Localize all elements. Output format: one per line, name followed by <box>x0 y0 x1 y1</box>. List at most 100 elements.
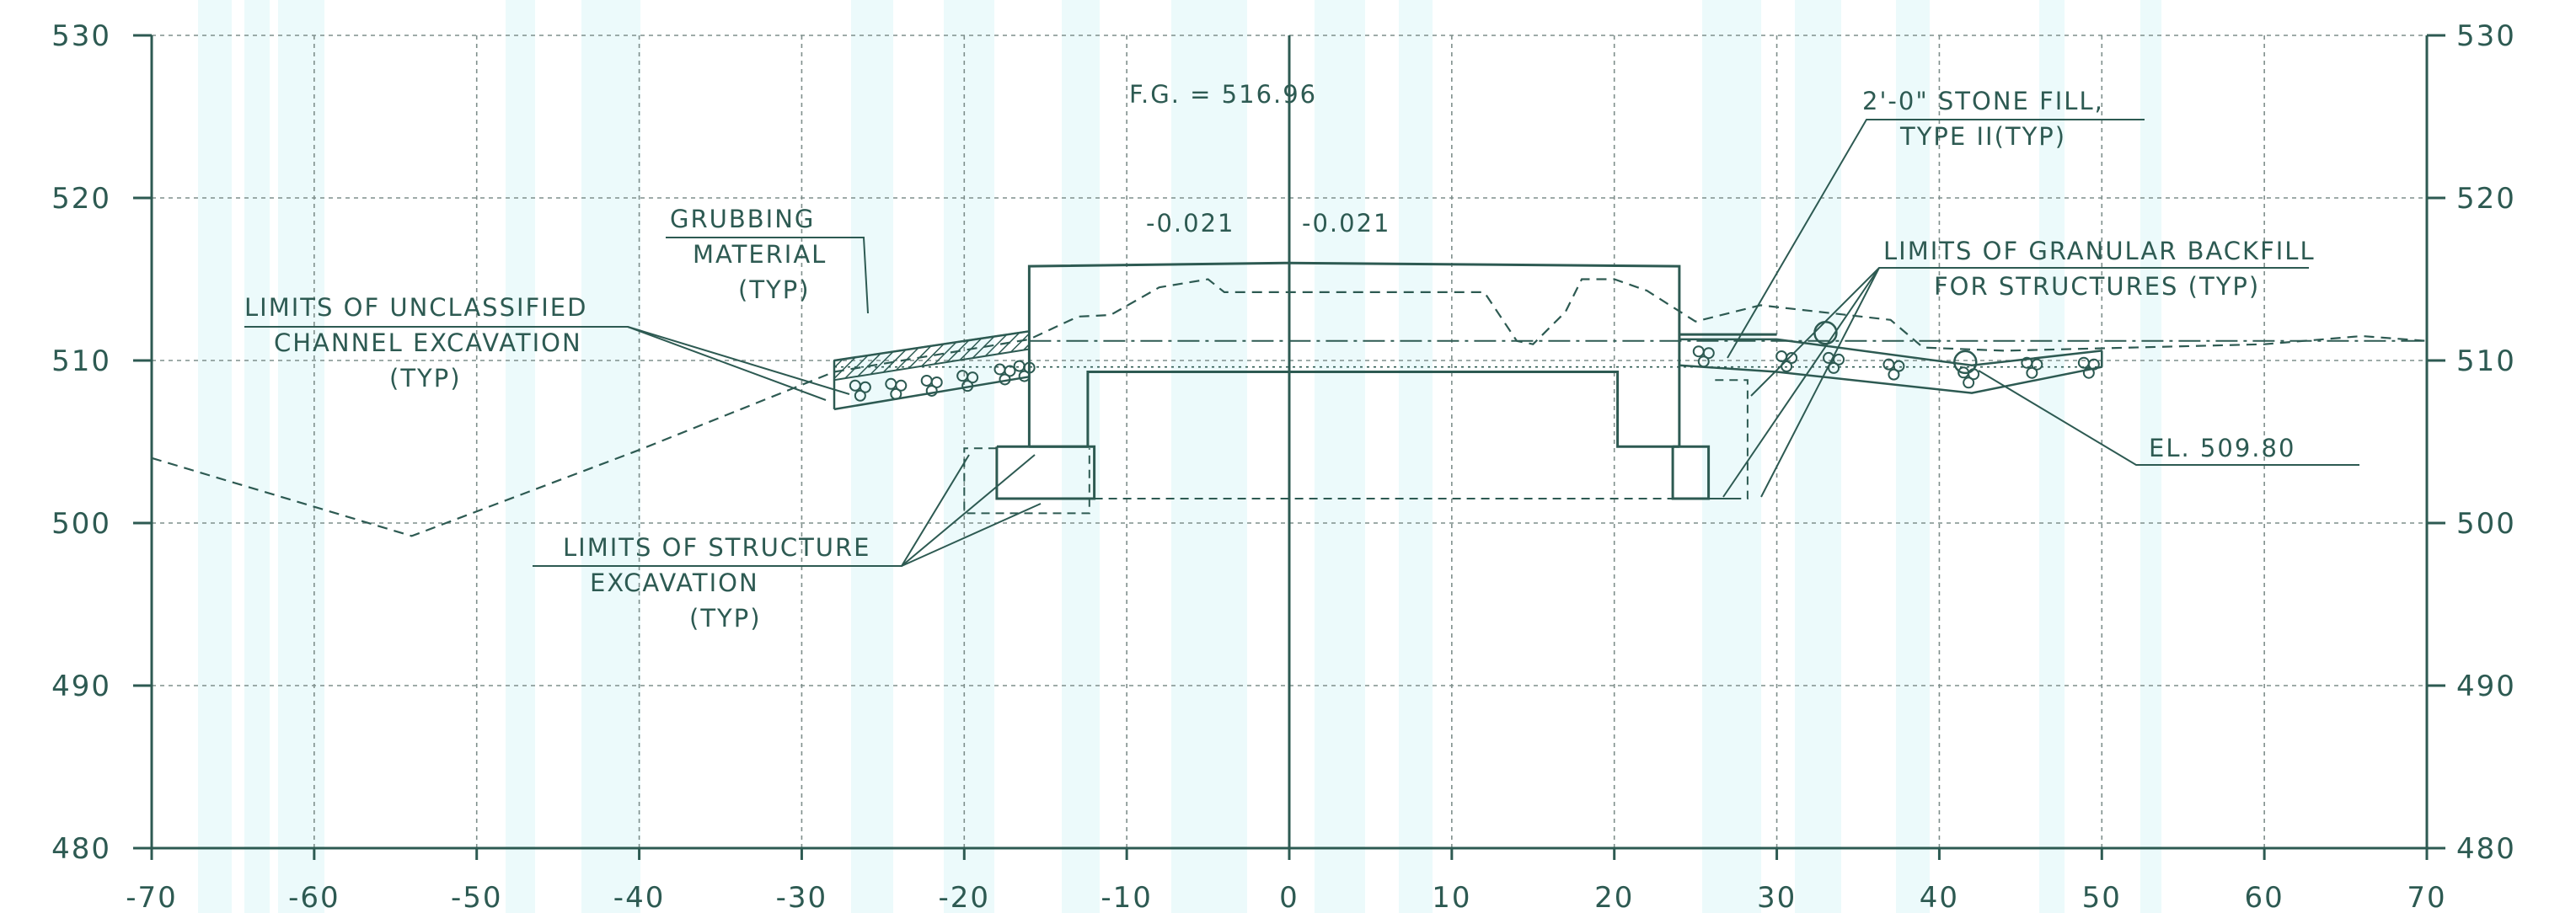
finish-grade-label: F.G. = 516.96 <box>1129 80 1317 109</box>
scan-band <box>2039 0 2065 913</box>
stone-symbol <box>885 377 908 400</box>
stone-part <box>890 387 902 400</box>
stone-part <box>854 389 866 402</box>
granular-leader-2 <box>1722 267 1880 498</box>
stone-part <box>1013 360 1026 372</box>
y-tick-label-right: 510 <box>2456 344 2516 378</box>
structure-label-line1: LIMITS OF STRUCTURE <box>563 533 871 562</box>
y-tick-label-right: 480 <box>2456 832 2516 866</box>
x-tick-label: -30 <box>776 881 828 913</box>
scan-band <box>851 0 893 913</box>
scan-band <box>198 0 232 913</box>
stone-part <box>1888 368 1900 381</box>
x-tick-label: -60 <box>288 881 340 913</box>
grubbing-label-line1: GRUBBING <box>670 205 815 233</box>
structure-leader-2 <box>901 454 1036 567</box>
stone-symbol <box>956 370 979 392</box>
structure-label-line2: EXCAVATION <box>590 569 759 597</box>
elevation-label: EL. 509.80 <box>2149 434 2295 462</box>
x-tick-label: 60 <box>2245 881 2284 913</box>
scan-band <box>278 0 324 913</box>
stone-part <box>1018 370 1031 382</box>
stone-part <box>967 371 979 384</box>
stone-part <box>1786 352 1798 364</box>
scan-band <box>581 0 640 913</box>
grubbing-label-line3: (TYP) <box>738 275 811 304</box>
x-tick-label: 70 <box>2407 881 2446 913</box>
section-geometry <box>151 261 2428 537</box>
stone-part <box>2087 358 2100 371</box>
stone-symbol <box>1692 345 1715 368</box>
elevation-marker-circle <box>1953 350 1978 375</box>
y-tick-label-right: 530 <box>2456 19 2516 53</box>
stone-fill-label-line1: 2'-0" STONE FILL, <box>1862 87 2104 115</box>
stone-part <box>1697 355 1710 368</box>
stone-symbol <box>1957 366 1980 389</box>
right-stone-band-top <box>1679 338 2102 367</box>
structure-label-line3: (TYP) <box>689 604 762 633</box>
stone-part <box>2082 366 2095 379</box>
scan-band <box>1702 0 1761 913</box>
y-tick-label-right: 490 <box>2456 670 2516 703</box>
x-tick-label: 20 <box>1594 881 1634 913</box>
stone-part <box>1023 361 1036 374</box>
structure-leader-3 <box>901 503 1042 567</box>
scan-band <box>244 0 270 913</box>
scan-band <box>1795 0 1841 913</box>
y-tick-label-left: 520 <box>51 182 111 216</box>
unclassified-label-line3: (TYP) <box>389 364 462 392</box>
scan-band <box>944 0 994 913</box>
stone-part <box>925 384 938 397</box>
granular-backfill-label-line1: LIMITS OF GRANULAR BACKFILL <box>1883 237 2316 265</box>
stone-symbol <box>2077 356 2100 379</box>
stone-symbol <box>993 363 1016 386</box>
y-tick-label-right: 520 <box>2456 182 2516 216</box>
x-tick-label: 30 <box>1757 881 1797 913</box>
stone-part <box>2026 366 2038 379</box>
scan-band <box>1171 0 1247 913</box>
annotations: F.G. = 516.96 -0.021 -0.021 GRUBBING MAT… <box>244 80 2316 633</box>
stone-part <box>993 363 1006 376</box>
structure-outline <box>1027 261 1681 447</box>
stone-symbol <box>1882 358 1905 381</box>
x-tick-label: -20 <box>939 881 991 913</box>
x-tick-label: -40 <box>613 881 666 913</box>
grubbing-hatch <box>833 330 1031 382</box>
stone-part <box>920 374 933 387</box>
y-tick-label-right: 500 <box>2456 507 2516 541</box>
stone-part <box>859 381 871 393</box>
slope-right-label: -0.021 <box>1302 209 1391 238</box>
x-tick-label: -70 <box>126 881 178 913</box>
x-tick-label: -50 <box>451 881 503 913</box>
stone-part <box>895 379 908 392</box>
stone-part <box>930 376 943 388</box>
grubbing-leader <box>666 237 869 314</box>
left-excavation-limit <box>963 447 1090 515</box>
y-tick-label-left: 490 <box>51 670 111 703</box>
stone-part <box>2031 358 2043 371</box>
stone-part <box>1828 361 1840 374</box>
elevation-leader <box>1978 370 2359 466</box>
axes-frame <box>133 34 2445 860</box>
left-stone-band-bottom <box>833 376 1030 411</box>
unclassified-label-line2: CHANNEL EXCAVATION <box>274 328 582 357</box>
unclassified-label-line1: LIMITS OF UNCLASSIFIED <box>244 293 587 322</box>
y-tick-label-left: 480 <box>51 832 111 866</box>
x-tick-label: 40 <box>1920 881 1959 913</box>
x-tick-label: 50 <box>2082 881 2122 913</box>
stone-fill-leader <box>1727 119 2145 359</box>
granular-backfill-label-line2: FOR STRUCTURES (TYP) <box>1934 272 2260 301</box>
leader-lines <box>244 119 2359 567</box>
x-tick-label: 0 <box>1279 881 1299 913</box>
stone-part <box>1702 347 1715 360</box>
scan-band <box>2140 0 2161 913</box>
stone-symbol <box>1013 360 1036 382</box>
stone-part <box>1004 365 1016 377</box>
stone-part <box>961 380 974 392</box>
x-tick-label: -10 <box>1101 881 1153 913</box>
y-tick-label-left: 500 <box>51 507 111 541</box>
right-stone-band-bottom <box>1679 364 2102 394</box>
existing-ground-line <box>151 278 2428 537</box>
